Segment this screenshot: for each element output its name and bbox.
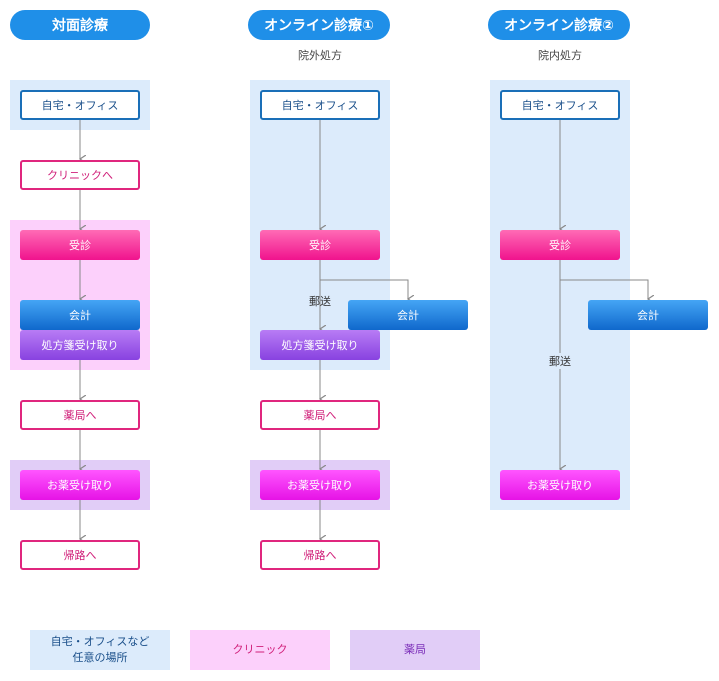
col3-home-zone [490,80,630,510]
col3-mail-label: 郵送 [549,353,571,369]
col2-med-receive-box: お薬受け取り [260,470,380,500]
legend-home-line2: 任意の場所 [72,651,128,664]
col2-subtitle: 院外処方 [298,49,342,62]
col2-payment-box: 会計 [348,300,468,330]
col1-consult-box: 受診 [20,230,140,260]
col1-med-receive-box: お薬受け取り [20,470,140,500]
col2-home-box: 自宅・オフィス [260,90,380,120]
col2-rx-receive-box: 処方箋受け取り [260,330,380,360]
col1-rx-receive-box: 処方箋受け取り [20,330,140,360]
col3-med-receive-box: お薬受け取り [500,470,620,500]
col1-home-box: 自宅・オフィス [20,90,140,120]
col1-payment-box: 会計 [20,300,140,330]
col1-return-box: 帰路へ [20,540,140,570]
col2-title: オンライン診療① [248,10,390,40]
col3-home-box: 自宅・オフィス [500,90,620,120]
legend-home: 自宅・オフィスなど 任意の場所 [30,630,170,670]
col2-return-box: 帰路へ [260,540,380,570]
col2-mail-label: 郵送 [309,295,331,308]
col1-title: 対面診療 [10,10,150,40]
legend-home-line1: 自宅・オフィスなど [50,635,150,648]
col3-consult-box: 受診 [500,230,620,260]
legend-pharmacy: 薬局 [350,630,480,670]
col3-payment-box: 会計 [588,300,708,330]
col2-to-pharmacy-box: 薬局へ [260,400,380,430]
col2-consult-box: 受診 [260,230,380,260]
col3-subtitle: 院内処方 [538,49,582,62]
col1-to-pharmacy-box: 薬局へ [20,400,140,430]
col3-title: オンライン診療② [488,10,630,40]
col1-to-clinic-box: クリニックへ [20,160,140,190]
legend-clinic: クリニック [190,630,330,670]
